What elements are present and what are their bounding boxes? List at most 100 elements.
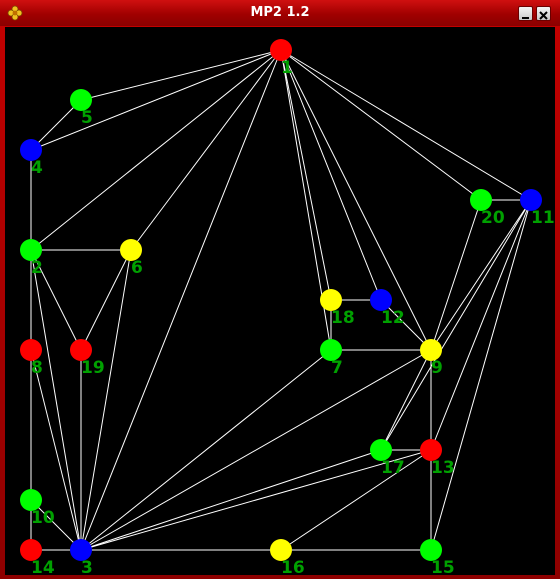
node-label: 3 [81, 558, 93, 575]
graph-node-20[interactable]: 20 [470, 189, 505, 228]
edge-11-13 [430, 199, 532, 451]
graph-node-3[interactable]: 3 [70, 539, 93, 578]
node-label: 11 [531, 208, 555, 228]
node-circle[interactable] [20, 539, 42, 561]
node-label: 12 [381, 308, 405, 328]
edge-layer [30, 49, 532, 551]
node-circle[interactable] [370, 439, 392, 461]
edge-1-11 [280, 49, 532, 201]
node-circle[interactable] [420, 339, 442, 361]
node-label: 13 [431, 458, 455, 478]
graph-node-18[interactable]: 18 [320, 289, 355, 328]
edge-1-3 [80, 49, 282, 551]
node-label: 9 [431, 358, 443, 378]
graph-node-6[interactable]: 6 [120, 239, 143, 278]
graph-node-16[interactable]: 16 [270, 539, 305, 578]
node-label: 14 [31, 558, 55, 575]
edge-1-9 [280, 49, 432, 351]
node-circle[interactable] [70, 539, 92, 561]
graph-node-17[interactable]: 17 [370, 439, 405, 478]
node-circle[interactable] [270, 539, 292, 561]
edge-1-4 [30, 49, 282, 151]
edge-8-3 [30, 349, 82, 551]
edge-9-17 [380, 349, 432, 451]
node-circle[interactable] [470, 189, 492, 211]
graph-node-7[interactable]: 7 [320, 339, 343, 378]
edge-6-19 [80, 249, 132, 351]
graph-node-13[interactable]: 13 [420, 439, 455, 478]
node-label: 7 [331, 358, 343, 378]
node-label: 18 [331, 308, 355, 328]
graph-node-11[interactable]: 11 [520, 189, 555, 228]
node-circle[interactable] [20, 339, 42, 361]
edge-3-13 [80, 449, 432, 551]
minimize-button[interactable] [518, 6, 533, 21]
edge-3-9 [80, 349, 432, 551]
edge-2-3 [30, 249, 82, 551]
node-label: 16 [281, 558, 305, 575]
edge-11-15 [430, 199, 532, 551]
edge-1-18 [280, 49, 332, 301]
node-circle[interactable] [420, 439, 442, 461]
gear-flower-icon[interactable] [7, 5, 23, 21]
edge-1-2 [30, 49, 282, 251]
edge-1-12 [280, 49, 382, 301]
graph-node-9[interactable]: 9 [420, 339, 443, 378]
node-circle[interactable] [420, 539, 442, 561]
node-label: 4 [31, 158, 43, 178]
close-button[interactable] [536, 6, 551, 21]
node-circle[interactable] [70, 89, 92, 111]
edge-13-16 [280, 449, 432, 551]
node-circle[interactable] [320, 339, 342, 361]
edge-4-5 [30, 99, 82, 151]
node-label: 10 [31, 508, 55, 528]
edge-9-11 [430, 199, 532, 351]
node-circle[interactable] [20, 239, 42, 261]
edge-11-17 [380, 199, 532, 451]
edge-3-7 [80, 349, 332, 551]
node-circle[interactable] [120, 239, 142, 261]
graph-node-10[interactable]: 10 [20, 489, 55, 528]
node-label: 2 [31, 258, 43, 278]
edge-3-17 [80, 449, 382, 551]
graph-node-4[interactable]: 4 [20, 139, 43, 178]
node-circle[interactable] [520, 189, 542, 211]
edge-1-20 [280, 49, 482, 201]
title-bar[interactable]: MP2 1.2 [0, 0, 560, 26]
graph-node-5[interactable]: 5 [70, 89, 93, 128]
node-label: 19 [81, 358, 105, 378]
node-label: 6 [131, 258, 143, 278]
close-icon [539, 11, 548, 20]
graph-node-15[interactable]: 15 [420, 539, 455, 578]
node-circle[interactable] [70, 339, 92, 361]
edge-2-19 [30, 249, 82, 351]
node-circle[interactable] [20, 139, 42, 161]
graph-node-2[interactable]: 2 [20, 239, 43, 278]
node-circle[interactable] [370, 289, 392, 311]
node-circle[interactable] [20, 489, 42, 511]
window-title: MP2 1.2 [250, 5, 310, 20]
node-label: 15 [431, 558, 455, 575]
node-circle[interactable] [270, 39, 292, 61]
graph-node-12[interactable]: 12 [370, 289, 405, 328]
node-circle[interactable] [320, 289, 342, 311]
node-label: 5 [81, 108, 93, 128]
graph-node-8[interactable]: 8 [20, 339, 43, 378]
node-label: 8 [31, 358, 43, 378]
edge-9-20 [430, 199, 482, 351]
edge-12-9 [380, 299, 432, 351]
graph-node-14[interactable]: 14 [20, 539, 55, 578]
node-label: 1 [281, 58, 293, 78]
graph-node-19[interactable]: 19 [70, 339, 105, 378]
edge-1-5 [80, 49, 282, 101]
edge-6-3 [80, 249, 132, 551]
node-label: 17 [381, 458, 405, 478]
node-label: 20 [481, 208, 505, 228]
edge-1-6 [130, 49, 282, 251]
graph-node-1[interactable]: 1 [270, 39, 293, 78]
edge-10-3 [30, 499, 82, 551]
